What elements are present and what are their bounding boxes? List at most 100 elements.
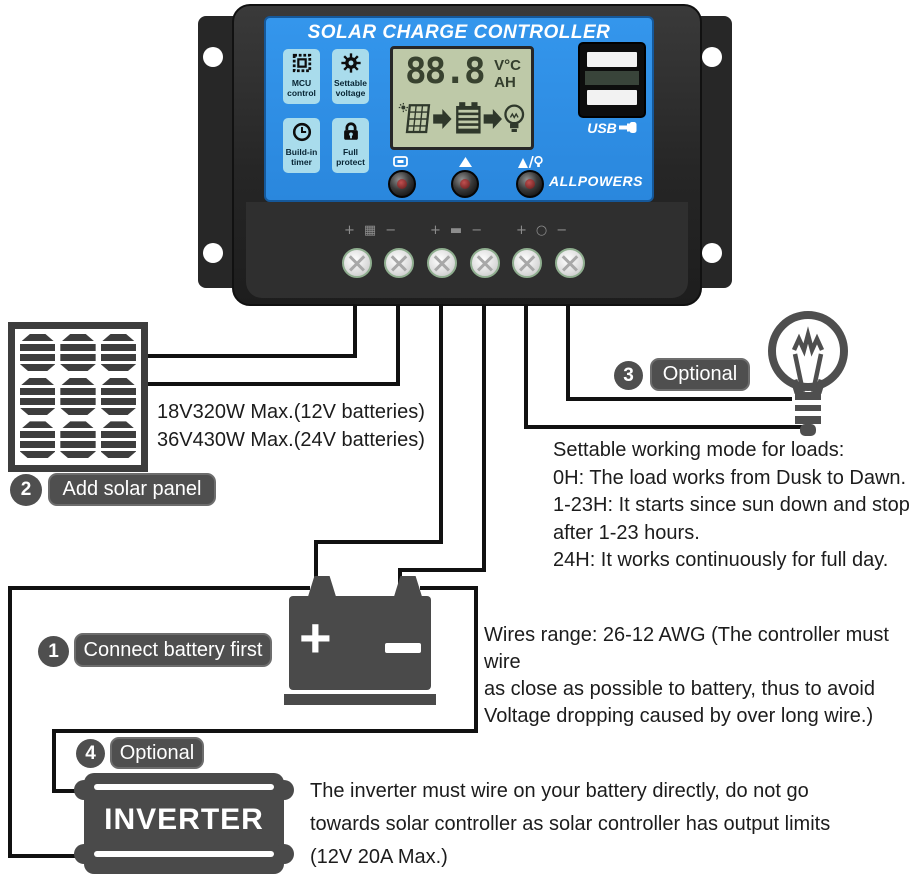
- wire-range-line: Voltage dropping caused by over long wir…: [484, 705, 874, 727]
- solar-cell: [100, 377, 136, 417]
- inverter-terminal: [74, 780, 94, 800]
- feature-tile-voltage: Settable voltage: [332, 49, 369, 104]
- usb-plug-icon: [618, 120, 637, 136]
- feature-label: protect: [336, 156, 365, 167]
- solar-cell: [20, 334, 56, 373]
- solar-panel-icon: [398, 102, 431, 134]
- solar-cell: [60, 377, 96, 417]
- step-number-text: 1: [48, 640, 59, 662]
- terminal-screw: [555, 248, 585, 278]
- minus-marking: −: [556, 222, 568, 238]
- inverter-stripe: [94, 784, 274, 790]
- terminal-housing: [246, 202, 688, 298]
- battery-negative-terminal: [393, 576, 423, 598]
- mounting-hole: [702, 47, 722, 67]
- usb-logo: USB: [578, 120, 646, 136]
- lcd-display: 88.8 V°C AH: [390, 46, 534, 150]
- step-label-text: Optional: [119, 741, 195, 764]
- usb-port-bottom: [587, 90, 637, 105]
- wire-inverter-negative-run: [420, 586, 478, 590]
- feature-tile-protect: Full protect: [332, 118, 369, 173]
- wire-range-line: as close as possible to battery, thus to…: [484, 678, 875, 700]
- clock-icon: [291, 121, 313, 148]
- feature-label: control: [287, 87, 316, 98]
- wire-inverter-positive-drop: [8, 586, 12, 858]
- mounting-hole: [203, 243, 223, 263]
- feature-tile-timer: Build-in timer: [283, 118, 320, 173]
- step-3-label: Optional: [650, 358, 750, 391]
- solar-cell: [20, 377, 56, 417]
- set-up-button: [451, 170, 479, 198]
- solar-panel-marking-icon: ▦: [363, 222, 377, 238]
- lcd-flow-icons: [398, 100, 528, 143]
- plus-marking: +: [344, 222, 355, 238]
- inverter-illustration: INVERTER: [74, 773, 294, 874]
- step-1-label: Connect battery first: [74, 633, 272, 667]
- light-bulb-illustration: [758, 308, 858, 453]
- load-mode-line: 1-23H: It starts since sun down and stop: [553, 494, 910, 516]
- usb-ports: [578, 42, 646, 118]
- battery-illustration: +: [284, 576, 436, 706]
- lcd-unit-volt-celsius: V°C: [494, 57, 521, 74]
- plus-marking: +: [516, 222, 527, 238]
- step-label-text: Connect battery first: [83, 638, 263, 661]
- wire-solar-negative-drop: [396, 303, 400, 386]
- wire-battery-negative-run: [398, 568, 486, 572]
- inverter-label: INVERTER: [104, 803, 264, 836]
- step-1-number: 1: [38, 636, 69, 667]
- wire-inverter-negative-drop2: [52, 729, 56, 793]
- wire-inverter-negative-drop: [474, 586, 478, 733]
- usb-pcb: [585, 71, 639, 85]
- usb-port-top: [587, 52, 637, 67]
- load-mode-line: 24H: It works continuously for full day.: [553, 549, 889, 571]
- solar-cell: [60, 334, 96, 373]
- mode-button: [516, 170, 544, 198]
- wire-inverter-negative-cross: [52, 729, 478, 733]
- terminal-marking-solar: + ▦ −: [344, 222, 396, 238]
- step-4-number: 4: [76, 739, 105, 768]
- mounting-hole: [702, 243, 722, 263]
- terminal-marking-load: + ○ −: [516, 222, 567, 238]
- wire-battery-positive-drop: [439, 303, 443, 544]
- lock-icon: [340, 121, 362, 148]
- terminal-screw: [384, 248, 414, 278]
- feature-label: timer: [291, 156, 312, 167]
- inverter-terminal: [74, 844, 94, 864]
- load-marking-icon: ○: [535, 222, 548, 238]
- feature-label: Full: [342, 147, 359, 157]
- brand-logo: ALLPOWERS: [549, 173, 643, 189]
- wire-load-positive-run: [524, 425, 808, 429]
- bulb-icon: [504, 104, 525, 132]
- inverter-terminal: [274, 844, 294, 864]
- wire-battery-positive-tail: [314, 540, 318, 588]
- terminal-screw: [342, 248, 372, 278]
- battery-body: +: [289, 596, 431, 690]
- arrow-bulb-icon: [518, 156, 544, 168]
- step-label-text: Add solar panel: [62, 478, 202, 500]
- solar-panel-illustration: [8, 322, 148, 472]
- inverter-note-line: towards solar controller as solar contro…: [310, 813, 831, 835]
- solar-cell: [100, 334, 136, 373]
- lcd-unit-amp-hour: AH: [494, 74, 516, 91]
- wire-solar-positive-drop: [353, 303, 357, 358]
- wire-inverter-negative-tail: [52, 789, 88, 793]
- load-mode-line: Settable working mode for loads:: [553, 439, 845, 461]
- wire-battery-negative-drop: [482, 303, 486, 572]
- panel-spec-line: 36V430W Max.(24V batteries): [157, 429, 425, 451]
- load-mode-line: after 1-23 hours.: [553, 521, 700, 544]
- gear-icon: [340, 52, 362, 79]
- feature-tile-mcu: MCU control: [283, 49, 320, 104]
- wire-load-positive-drop: [524, 303, 528, 429]
- wire-load-negative-run: [566, 397, 792, 401]
- step-2-label: Add solar panel: [48, 473, 216, 506]
- wire-solar-negative-run: [146, 382, 400, 386]
- solar-cell: [100, 421, 136, 460]
- battery-icon: [456, 102, 481, 134]
- battery-minus-symbol: [385, 643, 421, 653]
- device-title: SOLAR CHARGE CONTROLLER: [307, 22, 611, 43]
- step-label-text: Optional: [662, 363, 738, 385]
- lcd-units: V°C AH: [494, 57, 521, 91]
- wire-inverter-positive-tail: [8, 854, 88, 858]
- display-icon: [393, 156, 408, 167]
- battery-plus-symbol: +: [299, 606, 332, 669]
